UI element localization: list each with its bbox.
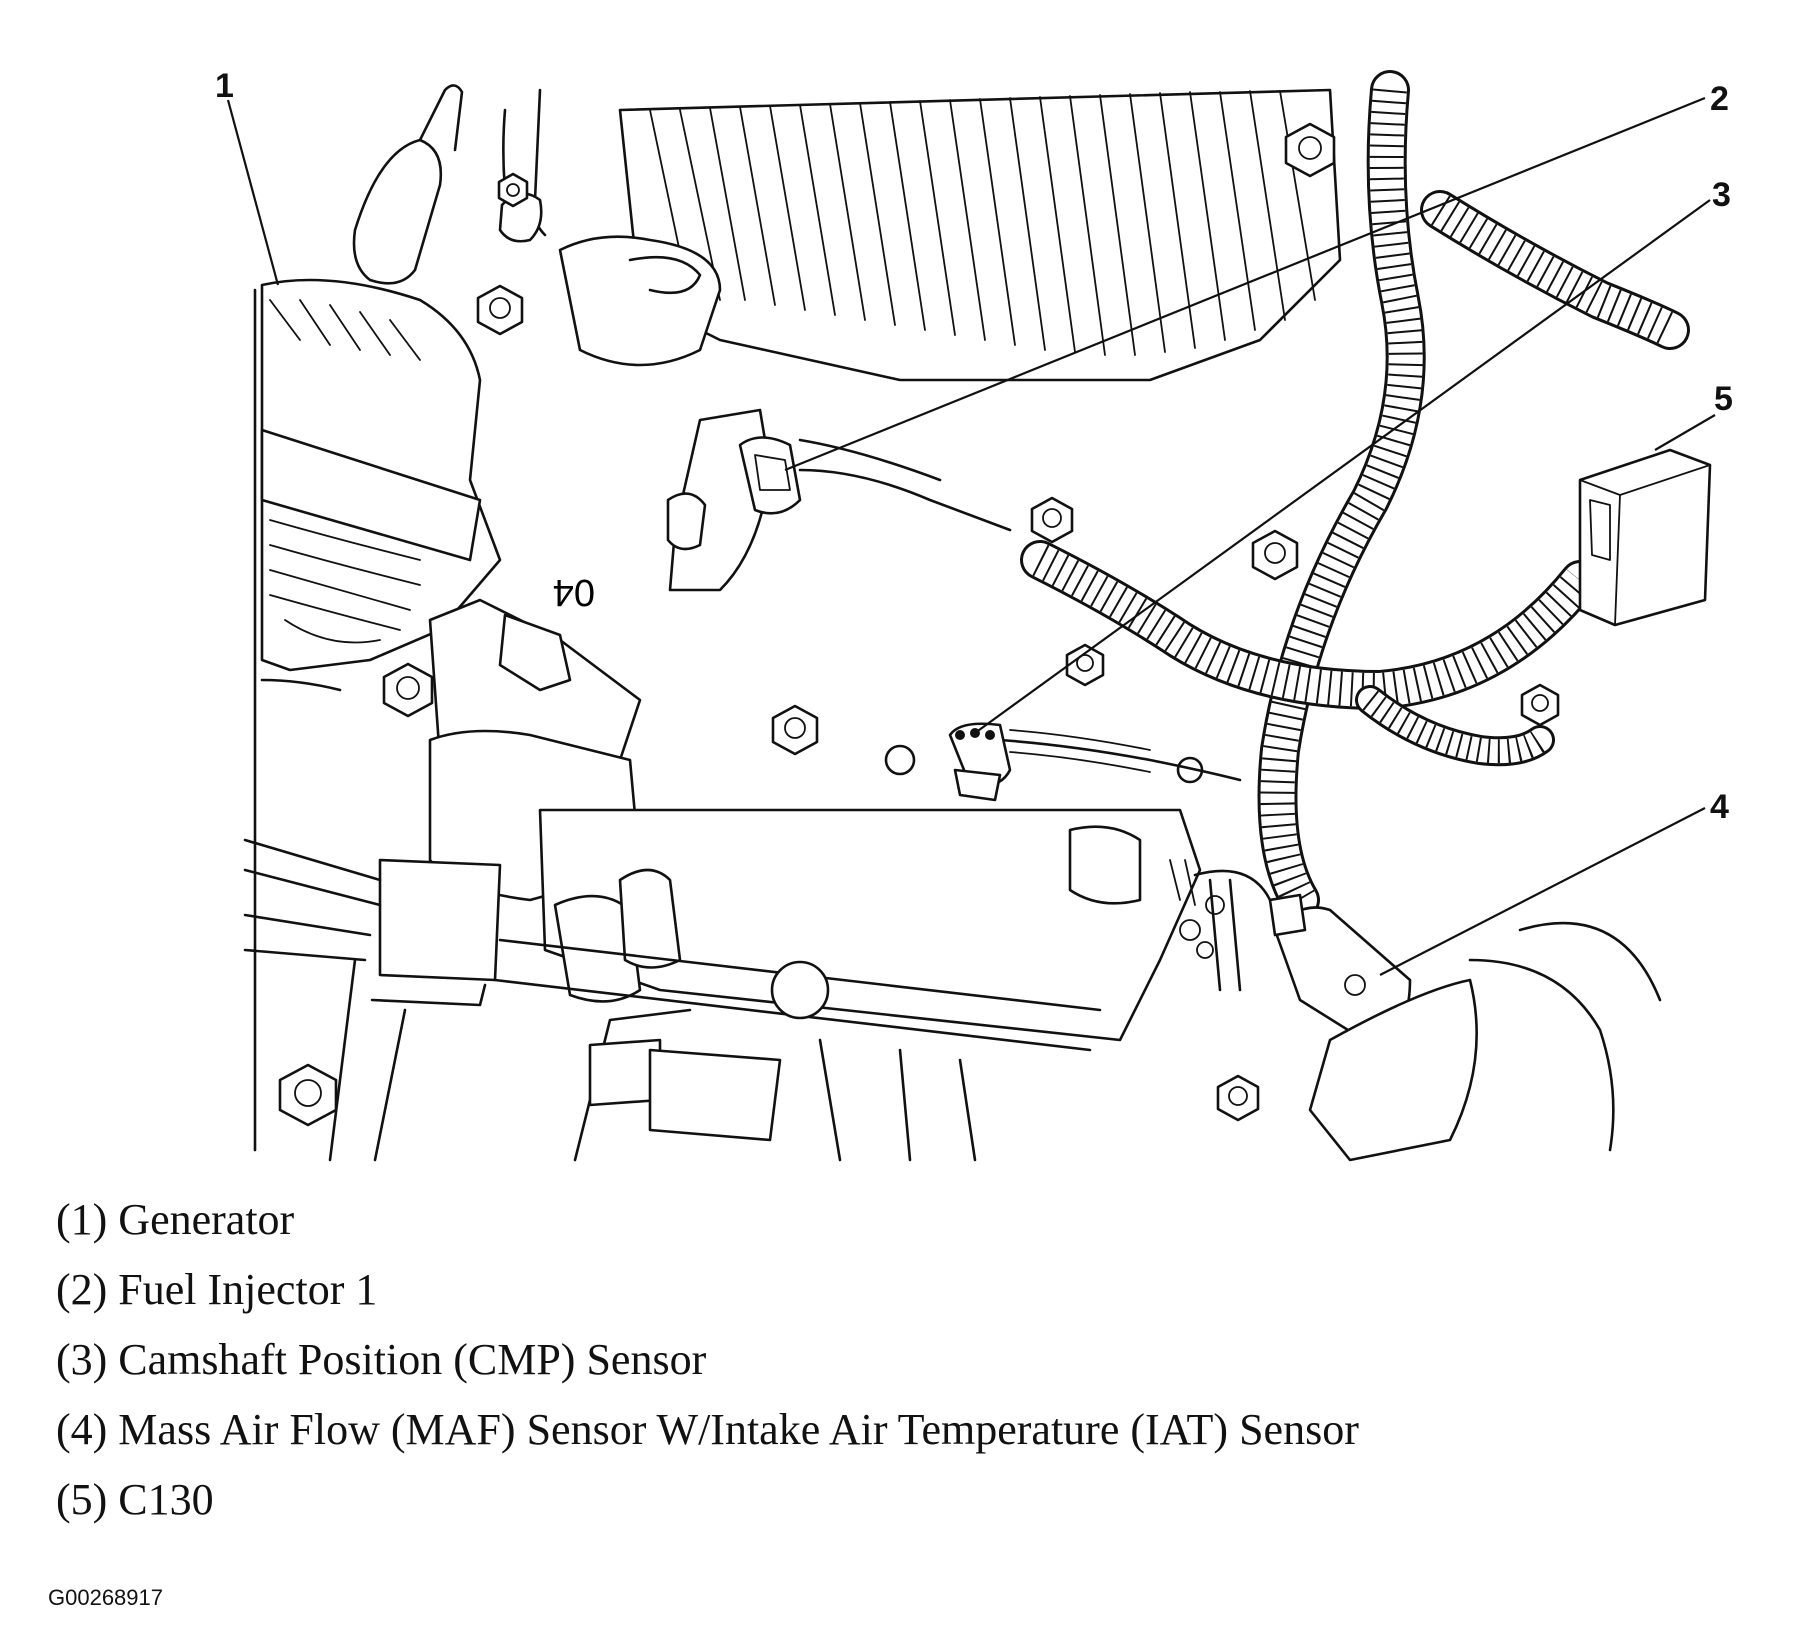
c130-connector-shape (1578, 448, 1712, 627)
callout-number-4: 4 (1710, 788, 1729, 826)
callout-number-3: 3 (1712, 176, 1731, 214)
engine-component-illustration: 04 (215, 67, 1733, 1162)
fuel-injector-shape (666, 408, 1012, 592)
bracket-stamp-text: 04 (553, 571, 595, 613)
generator-shape (260, 278, 502, 692)
component-legend: (1) Generator (2) Fuel Injector 1 (3) Ca… (56, 1185, 1359, 1535)
callout-numbers: 1 2 3 4 5 (215, 67, 1733, 826)
callout-leader-lines (226, 96, 1716, 976)
lower-hose-shapes (328, 958, 977, 1162)
legend-item-fuel-injector: (2) Fuel Injector 1 (56, 1265, 378, 1314)
spark-plug-boot-shape (352, 84, 547, 285)
callout-number-2: 2 (1710, 80, 1729, 118)
maf-sensor-shape (1268, 893, 1662, 1162)
bolt-shapes (278, 122, 1560, 1127)
legend-item-cmp-sensor: (3) Camshaft Position (CMP) Sensor (56, 1335, 707, 1384)
intake-manifold-shape (558, 88, 1342, 382)
lower-engine-shape (243, 729, 1272, 1052)
legend-item-generator: (1) Generator (56, 1195, 295, 1244)
figure-id: G00268917 (48, 1585, 163, 1610)
callout-number-5: 5 (1714, 380, 1733, 418)
callout-number-1: 1 (215, 67, 234, 105)
legend-item-c130: (5) C130 (56, 1475, 214, 1524)
cmp-sensor-shape (948, 722, 1012, 802)
legend-item-maf-sensor: (4) Mass Air Flow (MAF) Sensor W/Intake … (56, 1405, 1359, 1454)
